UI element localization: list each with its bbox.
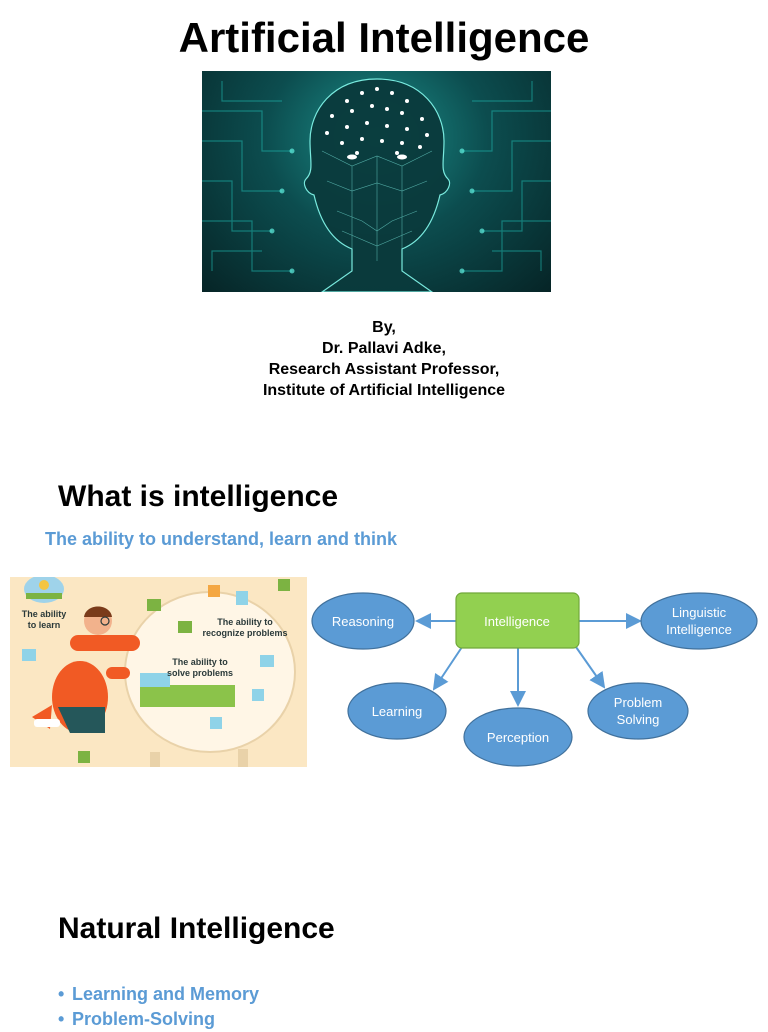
label-ability-to-recognize-problems: The ability to recognize problems bbox=[202, 617, 288, 638]
label-ability-to-learn: The ability to learn bbox=[21, 609, 67, 630]
puzzle-illustration: The ability to learn The ability to reco… bbox=[10, 577, 307, 767]
section-heading-natural-intelligence: Natural Intelligence bbox=[58, 912, 335, 945]
node-linguistic-label-line1: Linguistic bbox=[672, 605, 727, 620]
arrow-to-problem-solving bbox=[575, 646, 606, 689]
section-heading-what-is-intelligence: What is intelligence bbox=[58, 480, 339, 513]
byline-author-name: Dr. Pallavi Adke, bbox=[322, 340, 446, 357]
node-linguistic-intelligence: Linguistic Intelligence bbox=[640, 592, 758, 650]
label-ability-to-solve-problems: The ability to solve problems bbox=[166, 657, 234, 678]
node-perception: Perception bbox=[463, 707, 573, 767]
intelligence-diagram: Intelligence Reasoning Linguistic Intell… bbox=[310, 585, 765, 775]
node-reasoning: Reasoning bbox=[311, 592, 415, 650]
node-problem-label-line2: Solving bbox=[617, 712, 660, 727]
ai-head-image bbox=[202, 71, 551, 292]
bullet-icon: • bbox=[58, 984, 65, 1004]
author-byline: By, Dr. Pallavi Adke, Research Assistant… bbox=[0, 317, 768, 401]
node-linguistic-label-line2: Intelligence bbox=[666, 622, 732, 637]
document-title: Artificial Intelligence bbox=[178, 14, 590, 61]
node-learning-label: Learning bbox=[372, 704, 423, 719]
list-item-text: Learning and Memory bbox=[72, 984, 260, 1004]
node-intelligence-label: Intelligence bbox=[484, 614, 550, 629]
natural-intelligence-list: • Learning and Memory • Problem-Solving bbox=[58, 982, 259, 1032]
ai-head-illustration bbox=[202, 78, 551, 292]
node-problem-label-line1: Problem bbox=[614, 695, 662, 710]
intelligence-definition: The ability to understand, learn and thi… bbox=[45, 529, 398, 549]
node-problem-solving: Problem Solving bbox=[587, 682, 689, 740]
bullet-icon: • bbox=[58, 1009, 65, 1029]
node-learning: Learning bbox=[347, 682, 447, 740]
list-item: • Problem-Solving bbox=[58, 1007, 259, 1032]
intelligence-diagram-svg: Intelligence Reasoning Linguistic Intell… bbox=[311, 592, 758, 767]
node-reasoning-label: Reasoning bbox=[332, 614, 394, 629]
byline-author-title: Research Assistant Professor, bbox=[268, 361, 500, 378]
list-item-text: Problem-Solving bbox=[72, 1009, 216, 1029]
byline-institute: Institute of Artificial Intelligence bbox=[262, 382, 506, 399]
arrow-to-learning bbox=[432, 646, 463, 691]
list-item: • Learning and Memory bbox=[58, 982, 259, 1007]
puzzle-scene-graphic bbox=[22, 577, 296, 767]
byline-by: By, bbox=[372, 319, 396, 336]
node-perception-label: Perception bbox=[487, 730, 549, 745]
node-intelligence: Intelligence bbox=[455, 592, 580, 649]
